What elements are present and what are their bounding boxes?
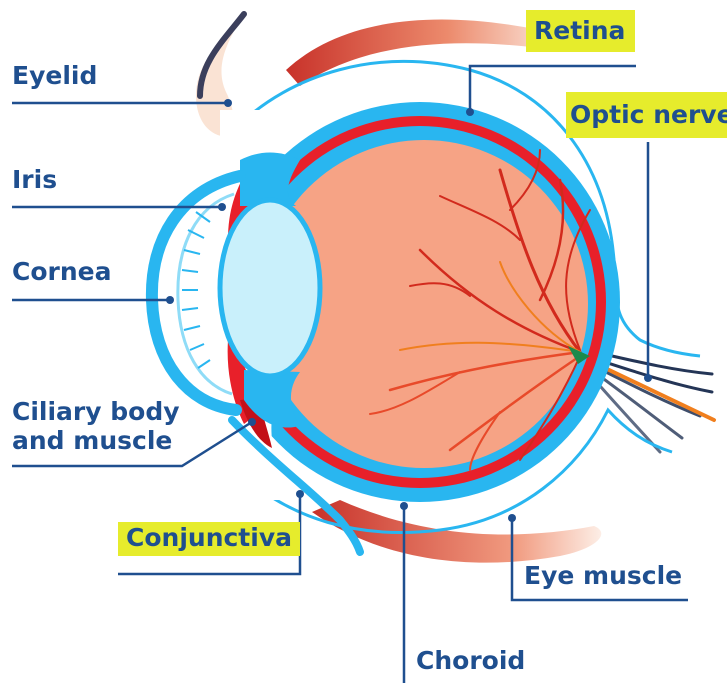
label-ciliary-line2: and muscle bbox=[12, 427, 180, 456]
leader-choroid-dot bbox=[400, 502, 408, 510]
leader-iris-dot bbox=[218, 203, 226, 211]
label-eyelid: Eyelid bbox=[12, 62, 97, 91]
leader-eyelid-dot bbox=[224, 99, 232, 107]
leader-ciliary-dot bbox=[248, 418, 256, 426]
label-ciliary-line1: Ciliary body bbox=[12, 398, 180, 427]
leader-conjunctiva-dot bbox=[296, 490, 304, 498]
label-eye-muscle: Eye muscle bbox=[524, 562, 682, 591]
label-choroid: Choroid bbox=[416, 647, 525, 676]
lower-eye-muscle bbox=[312, 500, 601, 563]
label-optic-nerve: Optic nerve bbox=[566, 92, 727, 138]
label-conjunctiva: Conjunctiva bbox=[118, 522, 300, 556]
leader-optic-nerve-dot bbox=[644, 374, 652, 382]
leader-eye-muscle-dot bbox=[508, 514, 516, 522]
label-iris: Iris bbox=[12, 166, 57, 195]
label-cornea: Cornea bbox=[12, 258, 111, 287]
label-retina: Retina bbox=[526, 10, 635, 52]
leader-cornea-dot bbox=[166, 296, 174, 304]
label-ciliary-body: Ciliary body and muscle bbox=[12, 398, 180, 456]
leader-retina-dot bbox=[466, 108, 474, 116]
upper-eye-muscle bbox=[286, 19, 555, 86]
